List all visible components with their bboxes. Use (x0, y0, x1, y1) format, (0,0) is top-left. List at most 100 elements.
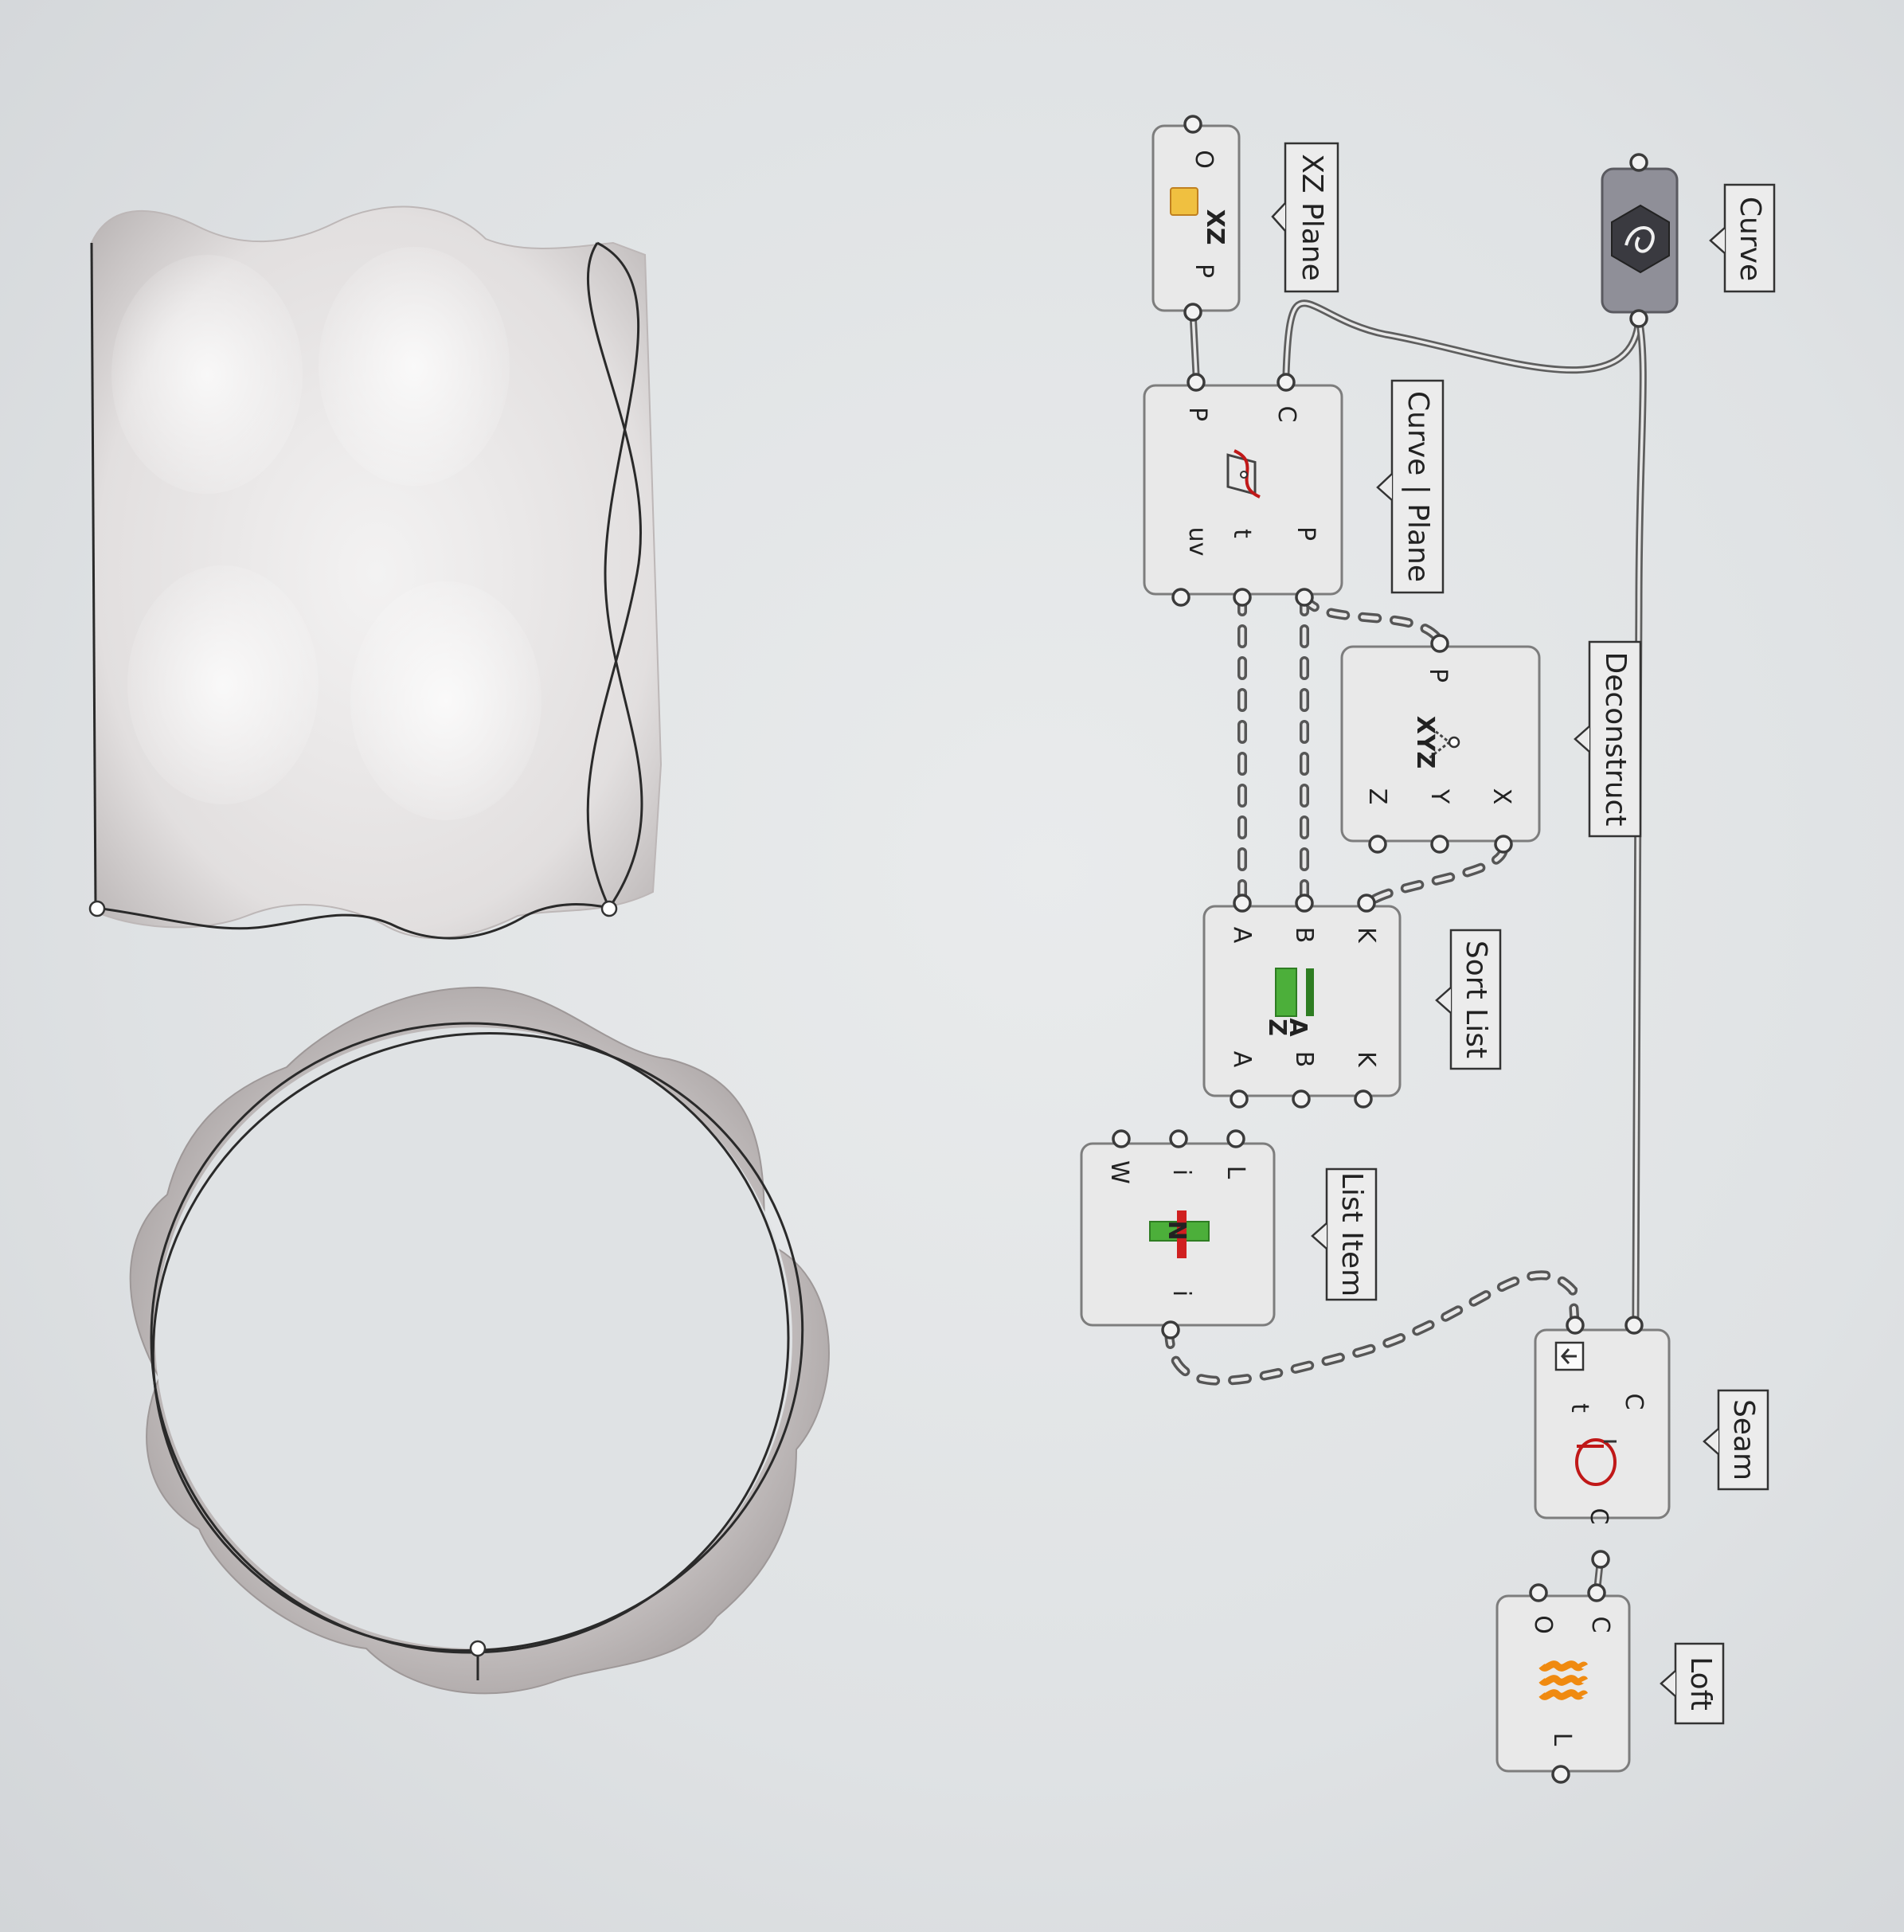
list-item-icon: N (1149, 1210, 1210, 1258)
input-label: O (1190, 150, 1218, 169)
input-port[interactable] (1357, 894, 1376, 913)
input-label: A (1228, 927, 1256, 944)
curve-plane-intersect-icon (1226, 449, 1261, 499)
icon-caption: XYZ (1411, 716, 1439, 769)
seam-point (469, 1640, 487, 1657)
seam-line (90, 242, 97, 909)
input-label: L (1222, 1166, 1249, 1179)
wires (1164, 299, 1647, 1598)
output-port[interactable] (1430, 835, 1449, 854)
output-label: C (1585, 1508, 1613, 1525)
icon-caption: XZ (1201, 209, 1229, 245)
reparameterize-arrow-icon (1554, 1341, 1585, 1371)
input-port[interactable] (1226, 1129, 1245, 1148)
icon-caption: N (1163, 1220, 1190, 1240)
callout-label: Loft (1684, 1656, 1717, 1711)
input-label: P (1183, 407, 1211, 421)
icon-caption: A (1284, 1018, 1312, 1037)
seam-icon (1575, 1438, 1617, 1486)
seam-point (600, 900, 618, 917)
output-label: X (1488, 788, 1515, 805)
output-port[interactable] (1292, 1089, 1311, 1109)
output-label: uv (1183, 527, 1211, 557)
deconstruct-point-icon (1426, 723, 1460, 761)
seam-point (88, 900, 106, 917)
lofted-surface-top-view (129, 986, 830, 1695)
callout-label: XZ Plane (1296, 154, 1328, 281)
output-port[interactable] (1295, 588, 1314, 607)
input-label: B (1290, 927, 1318, 944)
output-label: K (1352, 1051, 1380, 1068)
input-port[interactable] (1277, 373, 1296, 392)
sort-list-component[interactable]: A B K A Z A B K (1202, 894, 1402, 1109)
curve-plane-component[interactable]: P C uv t P (1143, 373, 1343, 607)
input-port[interactable] (1169, 1129, 1188, 1148)
section-curve-a (596, 241, 643, 909)
input-label: W (1105, 1160, 1133, 1184)
output-port[interactable] (1161, 1320, 1180, 1339)
output-port[interactable] (1551, 1765, 1570, 1784)
input-port[interactable] (1587, 1583, 1606, 1602)
sort-list-icon: A Z (1263, 968, 1314, 1037)
surface-bottom-edge (95, 903, 610, 940)
output-port[interactable] (1233, 588, 1252, 607)
input-port[interactable] (1295, 894, 1314, 913)
output-label: L (1548, 1733, 1576, 1746)
output-port[interactable] (1494, 835, 1513, 854)
loft-component[interactable]: O C L (1495, 1583, 1631, 1784)
seam-component[interactable]: t C C (1534, 1316, 1671, 1569)
sort-list-callout: Sort List (1435, 929, 1502, 1070)
output-label: Y (1425, 788, 1453, 804)
input-label: O (1529, 1615, 1557, 1634)
xz-plane-callout: XZ Plane (1271, 142, 1339, 293)
list-item-callout: List Item (1311, 1167, 1378, 1301)
list-item-component[interactable]: W i L N i (1080, 1129, 1276, 1339)
input-label: C (1620, 1394, 1648, 1410)
callout-label: Seam (1727, 1399, 1760, 1480)
output-label: P (1190, 264, 1218, 278)
input-port[interactable] (1233, 894, 1252, 913)
xz-plane-component[interactable]: O XZ P (1151, 115, 1241, 322)
output-label: Z (1363, 788, 1391, 805)
output-port[interactable] (1368, 835, 1387, 854)
input-port[interactable] (1187, 373, 1206, 392)
input-port[interactable] (1529, 1583, 1548, 1602)
section-circle-b (151, 1032, 804, 1652)
output-label: A (1228, 1051, 1256, 1068)
input-label: C (1586, 1617, 1614, 1633)
output-port[interactable] (1629, 309, 1648, 328)
output-port[interactable] (1354, 1089, 1373, 1109)
output-label: P (1292, 526, 1320, 541)
callout-label: Deconstruct (1599, 652, 1632, 827)
output-port[interactable] (1183, 303, 1202, 322)
input-label: C (1273, 406, 1300, 423)
input-port[interactable] (1629, 153, 1648, 172)
input-port[interactable] (1112, 1129, 1131, 1148)
input-port[interactable] (1183, 115, 1202, 134)
input-label: K (1352, 927, 1380, 944)
section-circle-a (150, 1022, 790, 1654)
deconstruct-component[interactable]: P XYZ Z Y X (1340, 634, 1541, 854)
output-port[interactable] (1591, 1550, 1610, 1569)
output-port[interactable] (1171, 588, 1190, 607)
curve-component[interactable] (1601, 153, 1679, 328)
icon-caption: Z (1263, 1019, 1291, 1036)
input-port[interactable] (1430, 634, 1449, 653)
deconstruct-callout: Deconstruct (1574, 640, 1642, 838)
input-port[interactable] (1624, 1316, 1644, 1335)
curve-callout: Curve (1709, 183, 1776, 293)
output-label: t (1228, 529, 1256, 538)
plane-icon: XZ (1170, 187, 1229, 245)
callout-label: Curve (1734, 197, 1766, 281)
section-curve-b (586, 242, 642, 909)
curve-param-icon (1611, 204, 1670, 274)
input-label: i (1167, 1169, 1195, 1175)
seam-callout: Seam (1703, 1389, 1769, 1491)
input-port[interactable] (1566, 1316, 1585, 1335)
curve-plane-callout: Curve | Plane (1376, 379, 1445, 594)
loft-callout: Loft (1660, 1642, 1725, 1725)
loft-icon (1538, 1660, 1589, 1700)
output-port[interactable] (1230, 1089, 1249, 1109)
